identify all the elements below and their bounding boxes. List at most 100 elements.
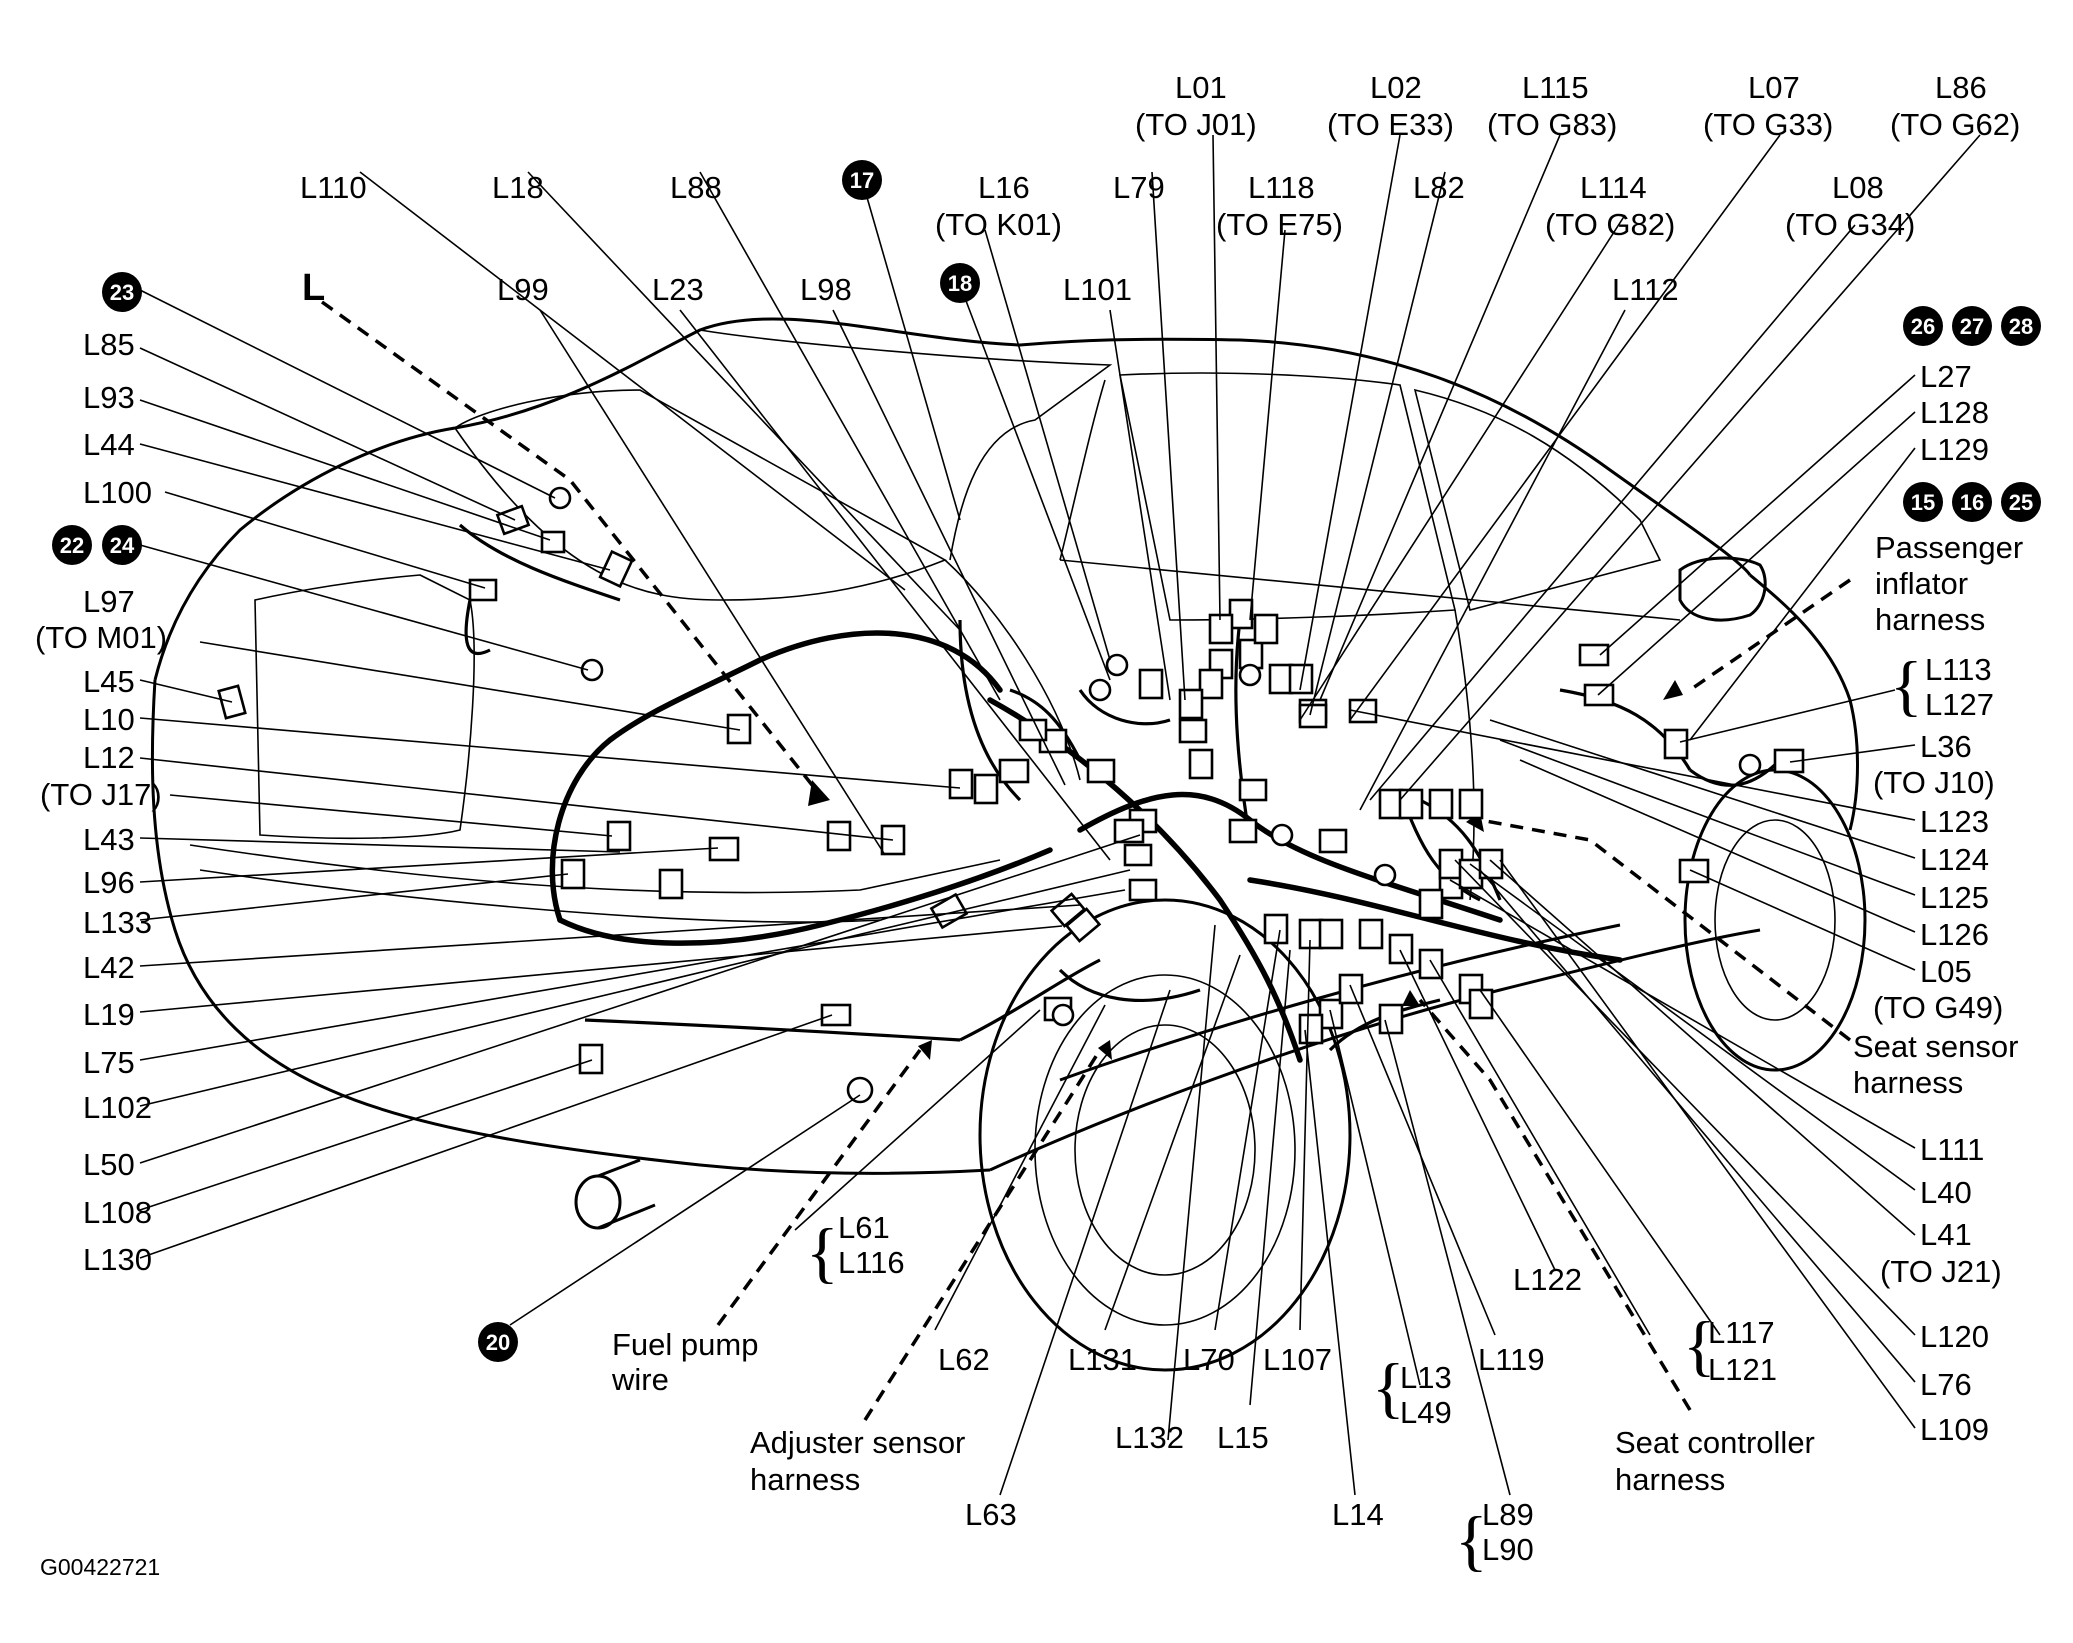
label-L45: L45: [83, 664, 135, 699]
label-L90: L90: [1482, 1532, 1534, 1567]
label-L02: L02: [1370, 70, 1422, 105]
label-L117: L117: [1708, 1315, 1775, 1350]
label-L125: L125: [1920, 880, 1989, 915]
label-L88: L88: [670, 170, 722, 205]
label-L75: L75: [83, 1045, 135, 1080]
label-L49: L49: [1400, 1395, 1452, 1430]
label-L122: L122: [1513, 1262, 1582, 1297]
label-L42: L42: [83, 950, 135, 985]
label-L10: L10: [83, 702, 135, 737]
label-L127: L127: [1925, 687, 1994, 722]
label-adjuster-sensor-2: harness: [750, 1462, 860, 1497]
brace-L117-L121: {: [1683, 1307, 1716, 1383]
label-L119: L119: [1478, 1342, 1545, 1377]
label-seat-controller-2: harness: [1615, 1462, 1725, 1497]
label-L62: L62: [938, 1342, 990, 1377]
label-L18: L18: [492, 170, 544, 205]
label-L115: L115: [1522, 70, 1589, 105]
label-L101: L101: [1063, 272, 1132, 307]
label-L76: L76: [1920, 1367, 1972, 1402]
svg-text:28: 28: [2009, 314, 2033, 339]
label-L43: L43: [83, 822, 135, 857]
label-L128: L128: [1920, 395, 1989, 430]
svg-text:15: 15: [1911, 490, 1935, 515]
label-seat-sensor-1: Seat sensor: [1853, 1029, 2018, 1064]
label-L107: L107: [1263, 1342, 1332, 1377]
badge-27: 27: [1952, 306, 1992, 346]
badge-20: 20: [478, 1322, 518, 1362]
label-passenger-inflator-2: inflator: [1875, 566, 1968, 601]
label-L61: L61: [838, 1210, 890, 1245]
brace-L113-L127: {: [1890, 647, 1923, 723]
svg-text:22: 22: [60, 533, 84, 558]
label-L118-to: (TO E75): [1216, 207, 1343, 242]
label-L36-to: (TO J10): [1873, 765, 1995, 800]
label-L133: L133: [83, 905, 152, 940]
badge-group: 23 22 24 17 18 26 27 28 15 16 25 20: [52, 160, 2041, 1362]
label-L121: L121: [1708, 1352, 1777, 1387]
label-L115-to: (TO G83): [1487, 107, 1617, 142]
label-L132: L132: [1115, 1420, 1184, 1455]
dash-seat-controller: [1418, 998, 1692, 1411]
label-L14: L14: [1332, 1497, 1384, 1532]
badge-25: 25: [2001, 482, 2041, 522]
svg-text:25: 25: [2009, 490, 2033, 515]
brace-L89-L90: {: [1455, 1502, 1488, 1578]
label-L96: L96: [83, 865, 135, 900]
label-L50: L50: [83, 1147, 135, 1182]
label-L114: L114: [1580, 170, 1647, 205]
svg-text:18: 18: [948, 271, 972, 296]
label-L130: L130: [83, 1242, 152, 1277]
label-L27: L27: [1920, 359, 1972, 394]
svg-text:26: 26: [1911, 314, 1935, 339]
svg-text:23: 23: [110, 280, 134, 305]
connectors: [217, 486, 1805, 1104]
label-L19: L19: [83, 997, 135, 1032]
badge-16: 16: [1952, 482, 1992, 522]
label-seat-controller-1: Seat controller: [1615, 1425, 1815, 1460]
svg-text:20: 20: [486, 1330, 510, 1355]
svg-text:17: 17: [850, 168, 874, 193]
badge-18: 18: [940, 263, 980, 303]
label-L41: L41: [1920, 1217, 1972, 1252]
dashed-indicators: [320, 300, 1852, 1421]
catalog-id: G00422721: [40, 1554, 160, 1580]
label-L16: L16: [978, 170, 1030, 205]
label-L93: L93: [83, 380, 135, 415]
label-L98: L98: [800, 272, 852, 307]
label-L07-to: (TO G33): [1703, 107, 1833, 142]
label-L40: L40: [1920, 1175, 1972, 1210]
label-seat-sensor-2: harness: [1853, 1065, 1963, 1100]
label-L63: L63: [965, 1497, 1017, 1532]
label-L129: L129: [1920, 432, 1989, 467]
label-L08: L08: [1832, 170, 1884, 205]
dash-fuel-pump: [716, 1048, 922, 1327]
label-L99: L99: [497, 272, 549, 307]
label-L12: L12: [83, 740, 135, 775]
label-L118: L118: [1248, 170, 1315, 205]
label-passenger-inflator-3: harness: [1875, 602, 1985, 637]
label-fuel-pump-2: wire: [611, 1362, 669, 1397]
front-wheel: [1683, 768, 1867, 1072]
label-L109: L109: [1920, 1412, 1989, 1447]
label-L82: L82: [1413, 170, 1465, 205]
svg-text:16: 16: [1960, 490, 1984, 515]
harness-runs: [458, 523, 1782, 1063]
dash-seat-sensor: [1479, 818, 1852, 1042]
label-L100: L100: [83, 475, 152, 510]
label-L01: L01: [1175, 70, 1227, 105]
label-L111: L111: [1920, 1132, 1984, 1167]
label-L108: L108: [83, 1195, 152, 1230]
label-L110: L110: [300, 170, 367, 205]
badge-15: 15: [1903, 482, 1943, 522]
svg-text:27: 27: [1960, 314, 1984, 339]
badge-22: 22: [52, 525, 92, 565]
label-fuel-pump-1: Fuel pump: [612, 1327, 758, 1362]
label-L86: L86: [1935, 70, 1987, 105]
label-L05-to: (TO G49): [1873, 990, 2003, 1025]
label-L102: L102: [83, 1090, 152, 1125]
label-L97: L97: [83, 584, 135, 619]
label-L97-to: (TO M01): [35, 620, 167, 655]
view-label: L: [302, 267, 325, 309]
